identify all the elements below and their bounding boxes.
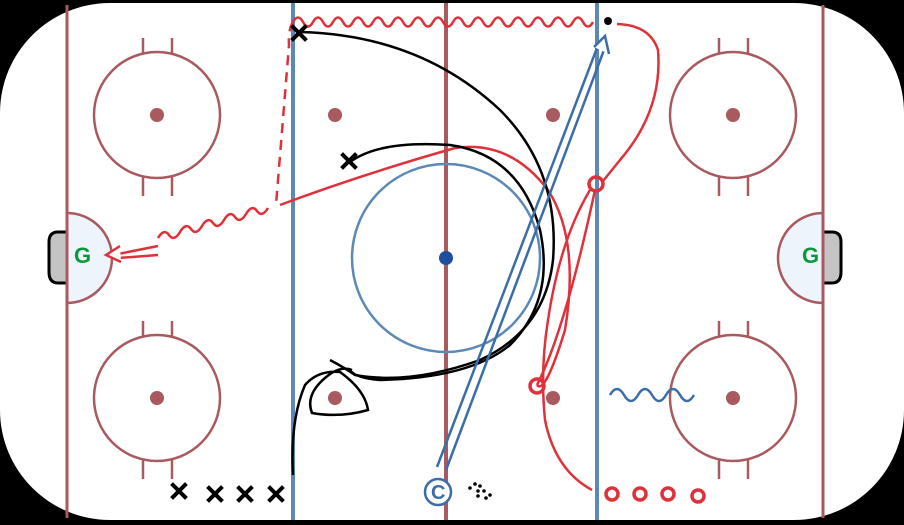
x-player	[340, 152, 358, 170]
goalie-right: G	[802, 243, 819, 268]
faceoff-circle-bottom-left	[92, 321, 222, 479]
black-skate-short	[348, 142, 545, 382]
puck	[604, 17, 612, 25]
net-left	[47, 230, 69, 285]
black-skate-loop	[291, 367, 370, 476]
o-player	[690, 488, 706, 504]
x-player	[267, 485, 285, 503]
center-faceoff-circle	[350, 162, 542, 354]
faceoff-circle-bottom-right	[668, 321, 798, 479]
x-player	[290, 24, 308, 42]
neutral-dot-top-left	[328, 108, 342, 122]
crease-left	[65, 211, 114, 305]
coach-pass-arrow	[435, 33, 611, 471]
neutral-dot-top-right	[546, 108, 560, 122]
pucks-cluster	[468, 482, 492, 500]
x-player	[236, 485, 254, 503]
red-shot-arrow	[103, 244, 159, 264]
o-players	[528, 175, 706, 504]
red-skate-curve-4	[535, 189, 597, 386]
goalie-left: G	[74, 243, 91, 268]
coach-label: C	[431, 482, 445, 504]
red-skate-curve-2	[602, 22, 660, 182]
o-player	[528, 377, 546, 395]
net-right	[821, 230, 843, 285]
coach-marker: C	[423, 477, 453, 507]
x-players	[170, 24, 358, 503]
o-player	[660, 486, 676, 502]
crease-right	[776, 211, 825, 305]
neutral-dot-bottom-right	[546, 391, 560, 405]
faceoff-circle-top-left	[92, 38, 222, 196]
blue-wavy-skate	[608, 387, 696, 403]
red-dashed-path	[274, 21, 295, 206]
neutral-dot-bottom-left	[328, 391, 342, 405]
o-player	[587, 175, 605, 193]
x-player	[170, 482, 188, 500]
faceoff-circle-top-right	[668, 38, 798, 196]
x-player	[206, 485, 224, 503]
o-player	[632, 486, 648, 502]
red-skate-curve-3	[541, 189, 593, 492]
center-faceoff-dot	[439, 251, 453, 265]
red-wavy-skate-top	[291, 16, 595, 28]
o-player	[604, 486, 620, 502]
red-wavy-to-goal	[156, 206, 270, 240]
